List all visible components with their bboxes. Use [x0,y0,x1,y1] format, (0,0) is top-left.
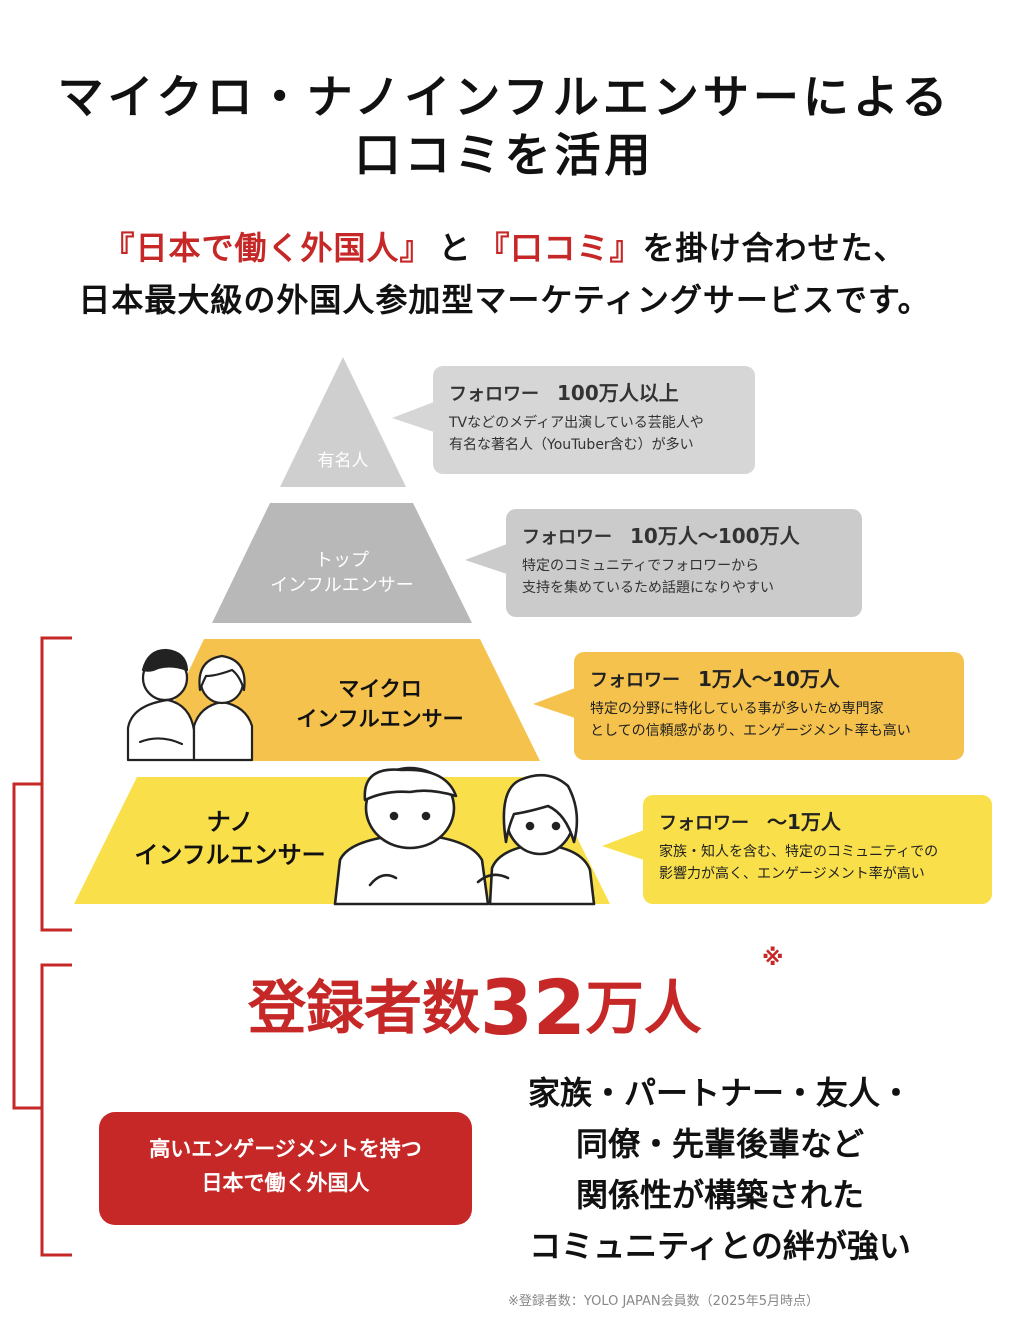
engagement-box: 高いエンゲージメントを持つ 日本で働く外国人 [99,1112,472,1225]
bracket-lower [40,963,72,1257]
registration-number: 32 [480,963,586,1052]
pyramid-tier-1-shape [280,357,406,487]
pyramid-tier-2-shape [212,503,472,623]
registration-prefix: 登録者数 [248,974,481,1042]
subtitle-line-1: 『日本で働く外国人』と『口コミ』を掛け合わせた、 [0,222,1009,274]
bubble-2-tail [465,544,507,574]
tier-1-label: 有名人 [317,451,369,471]
registration-suffix: 万人 [585,974,702,1042]
tier-4-bubble: フォロワー〜1万人 家族・知人を含む、特定のコミュニティでの 影響力が高く、エン… [643,795,992,904]
people-illustration-large [333,766,596,906]
subtitle-rest: を掛け合わせた、 [642,229,907,267]
title-line-2: 口コミを活用 [354,128,655,182]
bubble-3-tail [533,688,575,718]
community-text: 家族・パートナー・友人・ 同僚・先輩後輩など 関係性が構築された コミュニティと… [527,1074,912,1265]
bubble-1-tail [392,402,434,432]
title-line-1: マイクロ・ナノインフルエンサーによる [57,70,952,124]
subtitle-line-2: 日本最大級の外国人参加型マーケティングサービスです。 [78,281,931,319]
registration-count: 登録者数32万人 [248,968,808,1048]
page-title: マイクロ・ナノインフルエンサーによる 口コミを活用 [0,68,1009,184]
bracket-outer [12,782,42,1110]
registration-mark: ※ [762,946,784,971]
tier-4-label: ナノ インフルエンサー [134,808,326,869]
subtitle-highlight-foreigners: 『日本で働く外国人』 [102,229,433,267]
footnote: ※登録者数：YOLO JAPAN会員数（2025年5月時点） [508,1294,819,1309]
subtitle-highlight-kuchikomi: 『口コミ』 [477,229,643,267]
tier-3-label: マイクロ インフルエンサー [296,677,464,731]
bracket-upper [40,636,72,932]
subtitle: 『日本で働く外国人』と『口コミ』を掛け合わせた、 日本最大級の外国人参加型マーケ… [0,222,1009,326]
tier-2-label: トップ インフルエンサー [270,550,414,596]
subtitle-and: と [438,229,472,267]
bubble-4-tail [602,830,644,860]
people-illustration-small [126,648,254,762]
